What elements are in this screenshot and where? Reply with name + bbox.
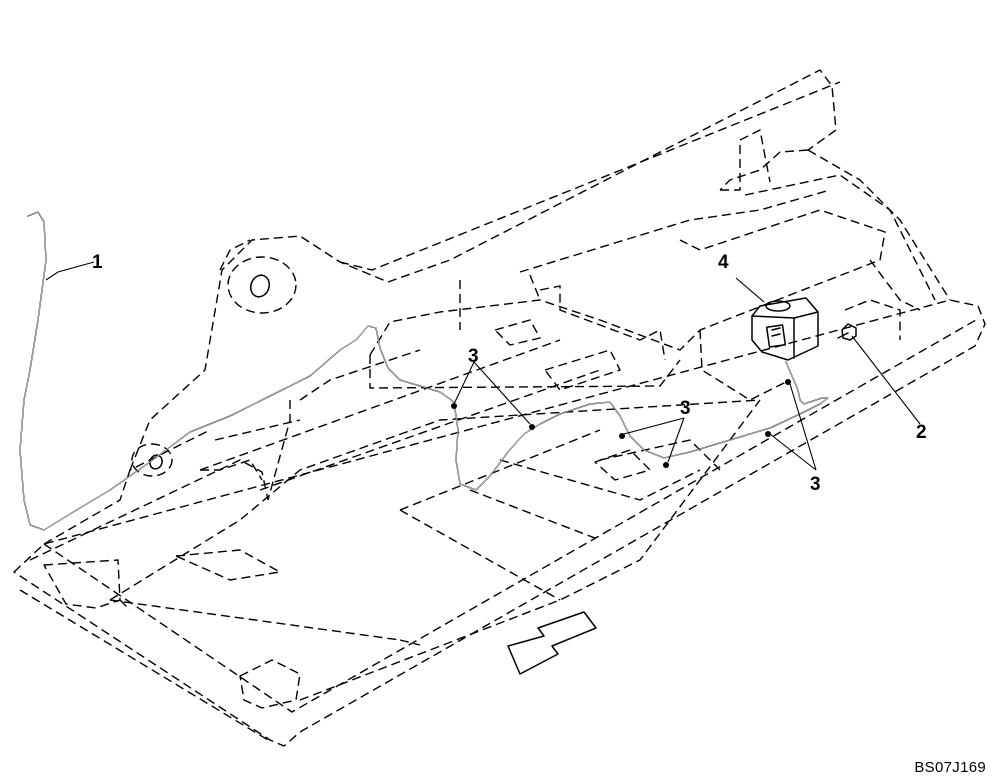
callout-4-tank: 4	[718, 252, 729, 273]
callout-2-bolt: 2	[916, 422, 927, 443]
clamp	[663, 462, 669, 468]
pivot-bosses	[131, 256, 297, 477]
forward-direction-arrow	[507, 611, 597, 675]
callout-3-clamps-center: 3	[468, 346, 479, 367]
callout-3-clamps-right: 3	[810, 474, 821, 495]
callout-3-clamps-middle: 3	[680, 398, 691, 419]
mounting-bolt	[837, 323, 857, 341]
callout-1-line: 1	[92, 252, 103, 273]
leader-lines	[45, 261, 921, 471]
hose-clamps	[451, 379, 791, 468]
frame-phantom-outline	[13, 69, 986, 747]
washer-tank	[751, 297, 819, 361]
clamp	[619, 433, 625, 439]
washer-hose	[19, 211, 829, 531]
drawing-reference-code: BS07J169	[914, 759, 986, 776]
clamp	[765, 431, 771, 437]
clamp	[785, 379, 791, 385]
clamp	[529, 424, 535, 430]
clamp	[451, 403, 457, 409]
